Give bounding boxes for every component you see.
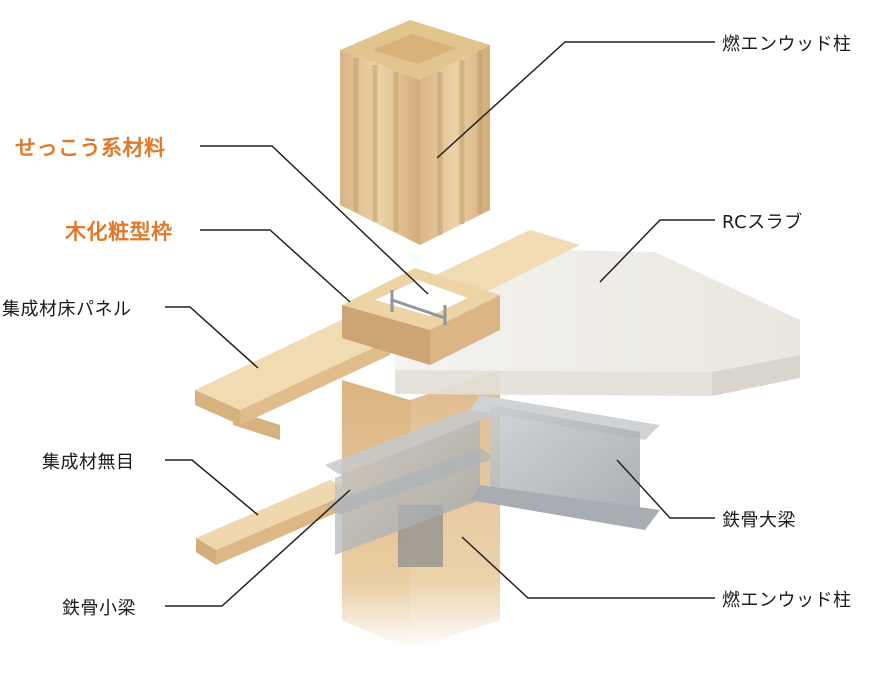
label-floor-panel: 集成材床パネル [2,299,132,320]
leader-lines [165,41,715,607]
label-wood-form: 木化粧型枠 [65,220,173,244]
label-steel-main-beam: 鉄骨大梁 [722,510,796,531]
label-steel-small-beam: 鉄骨小梁 [62,598,136,619]
label-glulam-plain: 集成材無目 [42,452,135,473]
label-column-top: 燃エンウッド柱 [722,34,852,55]
wood-formwork [342,268,500,365]
glulam-beam [196,480,352,565]
label-gypsum: せっこう系材料 [15,136,166,160]
steel-small-beam [325,405,495,555]
column-upper [340,20,490,245]
rc-slab [395,250,800,396]
steel-main-beam [470,395,660,530]
label-column-bottom: 燃エンウッド柱 [722,590,852,611]
label-rc-slab: RCスラブ [722,212,803,233]
